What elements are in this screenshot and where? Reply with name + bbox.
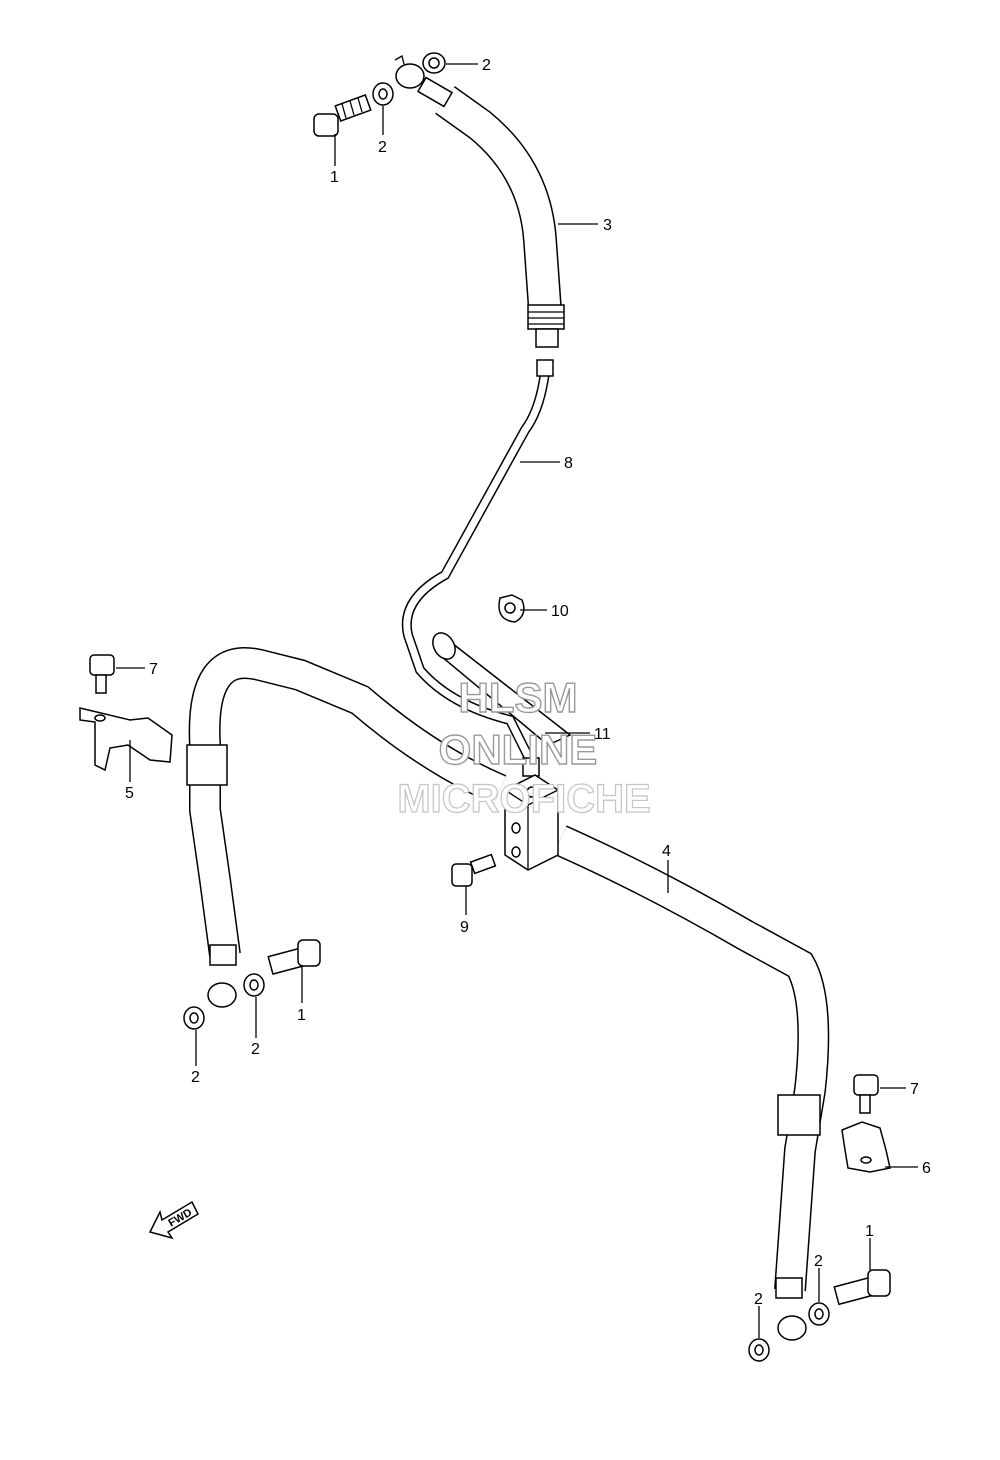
watermark-line-2: ONLINE	[439, 726, 598, 773]
callout-8: 8	[564, 455, 573, 472]
callout-2-top-left: 2	[378, 139, 387, 156]
sealing-washer-lower-left-2	[183, 1006, 205, 1030]
callout-3: 3	[603, 217, 612, 234]
fwd-label: FWD	[166, 1207, 194, 1230]
callout-2-lower-left-2: 2	[191, 1069, 200, 1086]
brake-hose-lower	[186, 647, 830, 1341]
callout-7-right: 7	[910, 1081, 919, 1098]
sealing-washer-lower-right-2	[748, 1338, 770, 1362]
callout-5: 5	[125, 785, 134, 802]
pipe-clamp	[498, 594, 525, 623]
callout-7-left: 7	[149, 661, 158, 678]
forward-direction-arrow: FWD	[148, 1200, 199, 1240]
callout-11: 11	[594, 726, 611, 743]
callout-6: 6	[922, 1160, 931, 1177]
brake-pipe	[401, 359, 554, 777]
pipe-protector	[432, 632, 572, 746]
sealing-washer-top-1	[422, 52, 446, 74]
leader-lines	[116, 63, 918, 1338]
callout-2-lower-right-1: 2	[814, 1253, 823, 1270]
callout-9: 9	[460, 919, 469, 936]
union-bolt-top	[313, 94, 372, 137]
hose-bracket-left	[79, 707, 173, 772]
callout-1-lower-left: 1	[297, 1007, 306, 1024]
callout-2-lower-left-1: 2	[251, 1041, 260, 1058]
callout-1-top: 1	[330, 169, 339, 186]
watermark-line-1: HLSM	[459, 674, 578, 721]
union-bolt-lower-left	[267, 939, 321, 976]
bracket-bolt-right	[853, 1074, 879, 1114]
callout-4: 4	[662, 843, 671, 860]
callout-2-lower-right-2: 2	[754, 1291, 763, 1308]
hose-bracket-right	[841, 1121, 891, 1173]
three-way-joint	[504, 774, 559, 871]
joint-mounting-bolt	[451, 853, 497, 887]
union-bolt-lower-right	[833, 1269, 891, 1306]
sealing-washer-top-2	[372, 82, 394, 106]
sealing-washer-lower-right-1	[808, 1302, 830, 1326]
bracket-bolt-left	[89, 654, 115, 694]
watermark: HLSM ONLINE MICROFICHE	[397, 673, 652, 821]
callout-10: 10	[551, 603, 569, 620]
sealing-washer-lower-left-1	[243, 973, 265, 997]
watermark-line-3: MICROFICHE	[397, 777, 650, 821]
callout-1-lower-right: 1	[865, 1223, 874, 1240]
brake-hose-upper	[394, 55, 565, 348]
callout-2-top-right: 2	[482, 57, 491, 74]
